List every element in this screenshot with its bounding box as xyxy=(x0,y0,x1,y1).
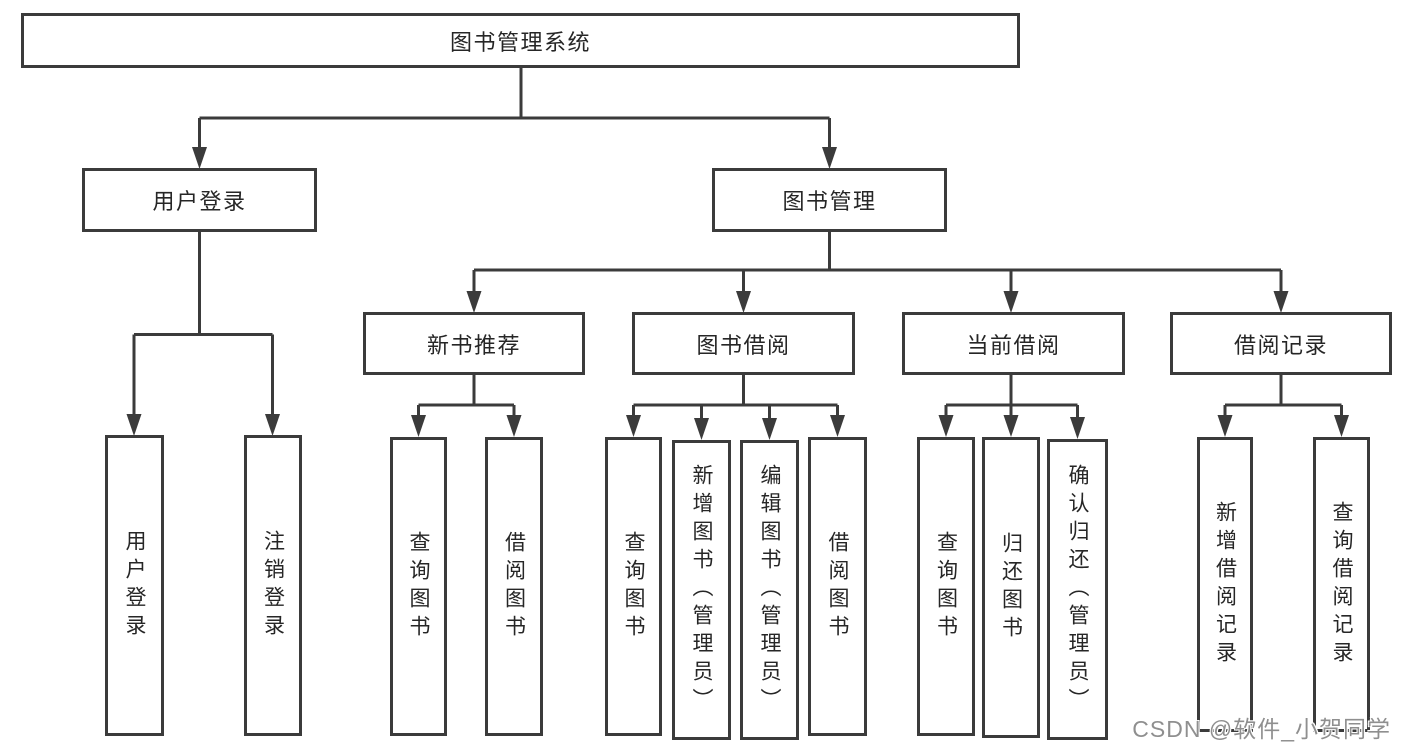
leaf-query-book-2-label: 查询图书 xyxy=(622,530,645,643)
node-current-borrow-label: 当前借阅 xyxy=(966,332,1061,358)
node-book-borrow-label: 图书借阅 xyxy=(696,332,791,358)
edge-new-book-children xyxy=(411,374,522,437)
node-root-label: 图书管理系统 xyxy=(449,29,591,55)
leaf-user-login: 用户登录 xyxy=(105,435,164,736)
leaf-edit-book-admin: 编辑图书（管理员） xyxy=(740,440,799,740)
node-book-mgmt-label: 图书管理 xyxy=(782,189,877,214)
leaf-borrow-book-2-label: 借阅图书 xyxy=(826,530,849,643)
leaf-borrow-book-1-label: 借阅图书 xyxy=(502,530,526,643)
node-borrow-records-label: 借阅记录 xyxy=(1233,332,1328,358)
leaf-add-borrow-record: 新增借阅记录 xyxy=(1197,437,1253,732)
leaf-confirm-return-admin-label: 确认归还（管理员） xyxy=(1066,463,1089,716)
leaf-query-book-3: 查询图书 xyxy=(917,437,975,736)
edge-current-borrow-children xyxy=(938,374,1085,439)
leaf-add-book-admin-label: 新增图书（管理员） xyxy=(690,464,713,716)
edge-book-mgmt-children xyxy=(466,231,1289,313)
leaf-add-borrow-record-label: 新增借阅记录 xyxy=(1213,500,1237,669)
leaf-logout-label: 注销登录 xyxy=(261,529,285,642)
node-user-login: 用户登录 xyxy=(82,168,317,232)
leaf-query-book-1-label: 查询图书 xyxy=(407,530,430,643)
edge-root-to-level2 xyxy=(192,67,837,169)
leaf-confirm-return-admin: 确认归还（管理员） xyxy=(1047,439,1108,740)
leaf-borrow-book-1: 借阅图书 xyxy=(485,437,543,736)
leaf-add-book-admin: 新增图书（管理员） xyxy=(672,440,731,740)
node-new-book-recommend: 新书推荐 xyxy=(363,312,585,375)
leaf-edit-book-admin-label: 编辑图书（管理员） xyxy=(758,464,781,716)
node-book-mgmt: 图书管理 xyxy=(712,168,947,232)
leaf-query-borrow-record: 查询借阅记录 xyxy=(1313,437,1370,732)
node-borrow-records: 借阅记录 xyxy=(1170,312,1392,375)
leaf-return-book: 归还图书 xyxy=(982,437,1040,738)
leaf-query-borrow-record-label: 查询借阅记录 xyxy=(1330,500,1353,669)
node-new-book-recommend-label: 新书推荐 xyxy=(426,332,521,358)
node-user-login-label: 用户登录 xyxy=(152,189,247,214)
csdn-watermark: CSDN @软件_小贺同学 xyxy=(1132,716,1391,742)
node-current-borrow: 当前借阅 xyxy=(902,312,1125,375)
leaf-query-book-2: 查询图书 xyxy=(605,437,662,736)
node-root: 图书管理系统 xyxy=(21,13,1020,68)
leaf-return-book-label: 归还图书 xyxy=(999,531,1023,644)
leaf-logout: 注销登录 xyxy=(244,435,302,736)
leaf-user-login-label: 用户登录 xyxy=(123,529,146,642)
node-book-borrow: 图书借阅 xyxy=(632,312,855,375)
edge-borrow-records-children xyxy=(1217,374,1349,437)
edge-user-login-children xyxy=(126,231,280,436)
edge-book-borrow-children xyxy=(626,374,845,440)
leaf-borrow-book-2: 借阅图书 xyxy=(808,437,867,736)
leaf-query-book-1: 查询图书 xyxy=(390,437,447,736)
leaf-query-book-3-label: 查询图书 xyxy=(934,530,958,643)
